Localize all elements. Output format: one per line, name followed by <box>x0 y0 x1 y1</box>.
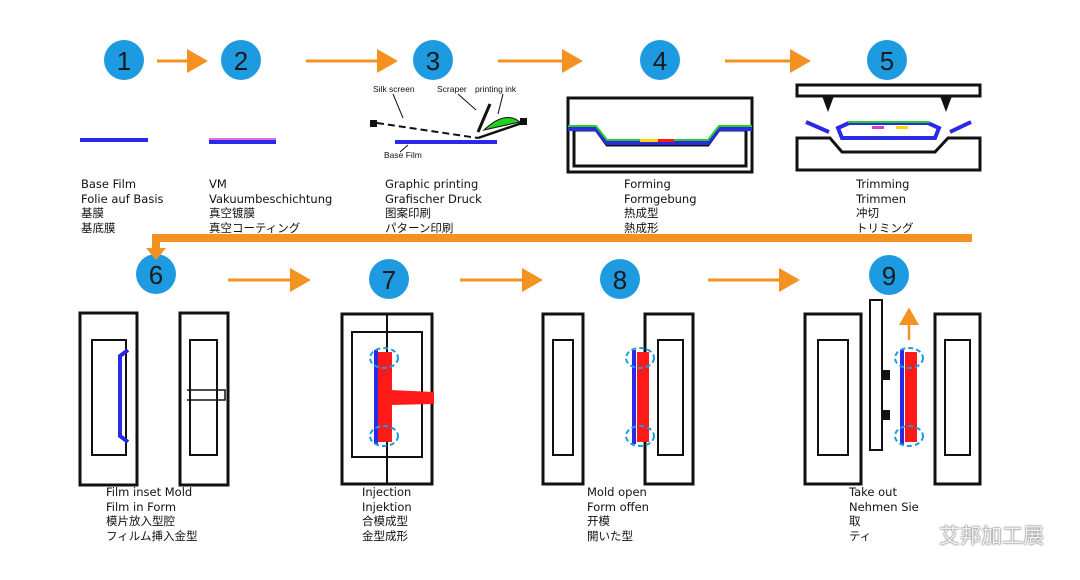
trimming-die <box>795 83 982 172</box>
flow-arrow-5-6 <box>152 234 972 250</box>
step-circle-8: 8 <box>600 259 640 299</box>
step-circle-9: 9 <box>869 255 909 295</box>
mold-step-6 <box>78 311 230 487</box>
base-film-label: Base Film <box>384 150 422 160</box>
step-circle-2: 2 <box>221 40 261 80</box>
metallized-film <box>209 138 276 144</box>
mold-step-8 <box>541 312 695 486</box>
silk-screen-label: Silk screen <box>373 84 415 94</box>
svg-text:1: 1 <box>117 46 131 76</box>
printing-ink-label: printing ink <box>475 84 517 94</box>
svg-text:4: 4 <box>653 46 667 76</box>
svg-text:2: 2 <box>234 46 248 76</box>
svg-text:9: 9 <box>882 261 896 291</box>
watermark: 艾邦加工展 <box>939 524 1044 548</box>
forming-mold <box>566 96 754 174</box>
step-circle-1: 1 <box>104 40 144 80</box>
step-circle-7: 7 <box>369 259 409 299</box>
step-circle-3: 3 <box>413 40 453 80</box>
screen-printing-illustration: Silk screen Scraper printing ink Base Fi… <box>370 84 527 160</box>
svg-text:8: 8 <box>613 265 627 295</box>
mold-step-7 <box>340 312 434 486</box>
mold-step-9 <box>803 299 982 486</box>
svg-text:5: 5 <box>880 46 894 76</box>
svg-text:6: 6 <box>149 260 163 290</box>
step-circle-5: 5 <box>867 40 907 80</box>
step-circle-6: 6 <box>136 254 176 294</box>
svg-text:7: 7 <box>382 265 396 295</box>
step-circle-4: 4 <box>640 40 680 80</box>
svg-text:3: 3 <box>426 46 440 76</box>
scraper-label: Scraper <box>437 84 467 94</box>
